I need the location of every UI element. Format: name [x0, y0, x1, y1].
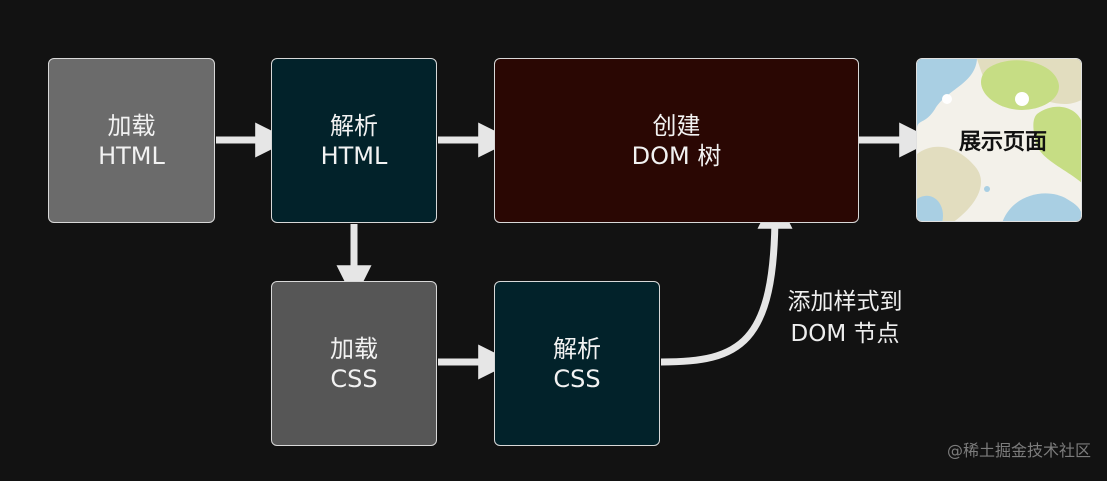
edge-label-line2: DOM 节点 — [790, 321, 900, 347]
edge-label-line1: 添加样式到 — [787, 289, 903, 315]
edge-label-add-styles: 添加样式到 DOM 节点 — [770, 286, 920, 350]
node-parse-css-line1: 解析 — [553, 334, 601, 363]
node-load-html-line2: HTML — [98, 141, 165, 170]
node-parse-html: 解析 HTML — [271, 58, 437, 223]
node-load-css: 加载 CSS — [271, 281, 437, 446]
node-parse-css-line2: CSS — [553, 364, 601, 393]
node-parse-css: 解析 CSS — [494, 281, 660, 446]
page-preview-image — [917, 59, 1081, 221]
node-show-page-label: 展示页面 — [958, 130, 1047, 155]
node-build-dom-line2: DOM 树 — [631, 141, 722, 170]
node-build-dom: 创建 DOM 树 — [494, 58, 859, 223]
node-load-css-line1: 加载 — [330, 334, 378, 363]
arrow-parse-css-to-build-dom — [660, 193, 793, 366]
node-load-html-line1: 加载 — [107, 111, 156, 140]
node-build-dom-line1: 创建 — [652, 111, 701, 140]
watermark: @稀土掘金技术社区 — [946, 441, 1091, 460]
node-show-page: 展示页面 — [916, 58, 1082, 222]
node-parse-html-line1: 解析 — [330, 111, 378, 140]
node-load-css-line2: CSS — [330, 364, 378, 393]
node-load-html: 加载 HTML — [48, 58, 215, 223]
node-parse-html-line2: HTML — [320, 141, 388, 170]
